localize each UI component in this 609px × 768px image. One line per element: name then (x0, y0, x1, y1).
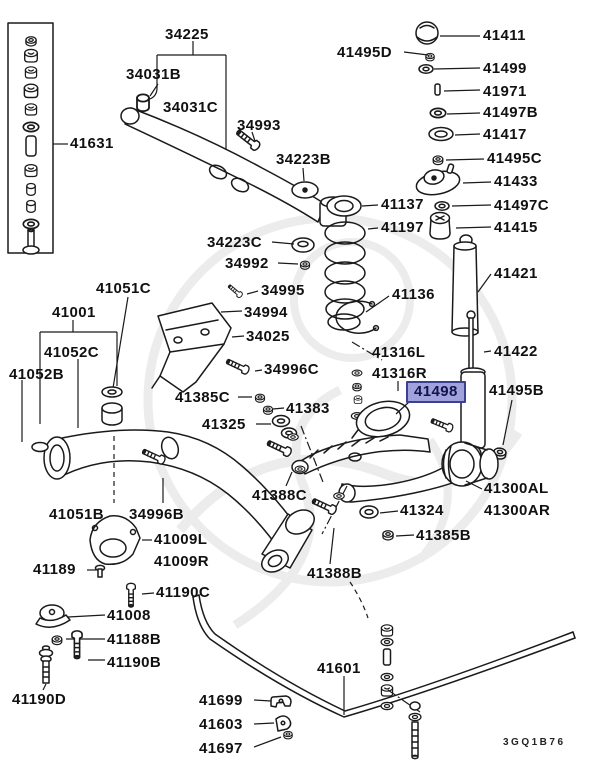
strut-upper-parts (403, 21, 492, 240)
part-label-41603[interactable]: 41603 (199, 716, 243, 733)
part-label-34223c[interactable]: 34223C (207, 234, 262, 251)
part-label-41190d[interactable]: 41190D (12, 691, 67, 708)
part-label-41300ar[interactable]: 41300AR (484, 502, 551, 519)
part-label-34996b[interactable]: 34996B (129, 506, 184, 523)
part-label-41699[interactable]: 41699 (199, 692, 243, 709)
part-label-41009r[interactable]: 41009R (154, 553, 209, 570)
part-label-41495c[interactable]: 41495C (487, 150, 542, 167)
part-label-41495d[interactable]: 41495D (337, 44, 392, 61)
part-label-41300al[interactable]: 41300AL (484, 480, 549, 497)
part-label-34993[interactable]: 34993 (237, 117, 281, 134)
part-label-41388c[interactable]: 41388C (252, 487, 307, 504)
part-label-41325[interactable]: 41325 (202, 416, 246, 433)
center-hardware (206, 237, 315, 439)
part-label-34225[interactable]: 34225 (165, 26, 209, 43)
stabilizer-bar-group (192, 581, 576, 760)
part-label-41411[interactable]: 41411 (483, 27, 526, 44)
part-label-34995[interactable]: 34995 (261, 282, 305, 299)
part-label-41971[interactable]: 41971 (483, 83, 527, 100)
part-label-41324[interactable]: 41324 (400, 502, 444, 519)
part-label-41422[interactable]: 41422 (494, 343, 538, 360)
part-label-41051b[interactable]: 41051B (49, 506, 104, 523)
part-label-41421[interactable]: 41421 (494, 265, 538, 282)
part-label-41051c[interactable]: 41051C (96, 280, 151, 297)
trailing-arm-assembly (261, 425, 499, 573)
part-label-41052c[interactable]: 41052C (44, 344, 99, 361)
part-label-41316l[interactable]: 41316L (372, 344, 426, 361)
part-label-41008[interactable]: 41008 (107, 607, 151, 624)
part-label-41385b[interactable]: 41385B (416, 527, 471, 544)
part-label-34031c[interactable]: 34031C (163, 99, 218, 116)
diagram-code: 3GQ1B76 (503, 737, 566, 748)
stabilizer-link-kit (7, 22, 68, 255)
part-label-41497b[interactable]: 41497B (483, 104, 538, 121)
part-label-41417[interactable]: 41417 (483, 126, 527, 143)
part-label-34223b[interactable]: 34223B (276, 151, 331, 168)
part-label-41316r[interactable]: 41316R (372, 365, 427, 382)
part-label-34031b[interactable]: 34031B (126, 66, 181, 83)
part-label-34992[interactable]: 34992 (225, 255, 269, 272)
part-label-41415[interactable]: 41415 (494, 219, 538, 236)
part-label-41385c[interactable]: 41385C (175, 389, 230, 406)
part-label-41498[interactable]: 41498 (406, 381, 466, 403)
part-label-41009l[interactable]: 41009L (154, 531, 208, 548)
part-label-34996c[interactable]: 34996C (264, 361, 319, 378)
part-label-41383[interactable]: 41383 (286, 400, 330, 417)
part-label-41197[interactable]: 41197 (381, 219, 424, 236)
part-label-41697[interactable]: 41697 (199, 740, 243, 757)
part-label-41190c[interactable]: 41190C (156, 584, 211, 601)
part-label-34994[interactable]: 34994 (244, 304, 288, 321)
part-label-34025[interactable]: 34025 (246, 328, 290, 345)
part-label-41499[interactable]: 41499 (483, 60, 527, 77)
part-label-41052b[interactable]: 41052B (9, 366, 64, 383)
part-label-41601[interactable]: 41601 (317, 660, 361, 677)
part-label-41137[interactable]: 41137 (381, 196, 424, 213)
part-label-41388b[interactable]: 41388B (307, 565, 362, 582)
part-label-41495b[interactable]: 41495B (489, 382, 544, 399)
crossmember-arm (21, 296, 299, 557)
bracket-34025 (151, 302, 232, 393)
bottom-left-hardware (35, 515, 155, 691)
part-label-41001[interactable]: 41001 (52, 304, 96, 321)
part-label-41497c[interactable]: 41497C (494, 197, 549, 214)
part-label-41631[interactable]: 41631 (70, 135, 114, 152)
part-label-41136[interactable]: 41136 (392, 286, 435, 303)
part-label-41433[interactable]: 41433 (494, 173, 538, 190)
part-label-41188b[interactable]: 41188B (107, 631, 162, 648)
part-label-41189[interactable]: 41189 (33, 561, 76, 578)
part-label-41190b[interactable]: 41190B (107, 654, 162, 671)
coil-spring-group (324, 195, 390, 361)
